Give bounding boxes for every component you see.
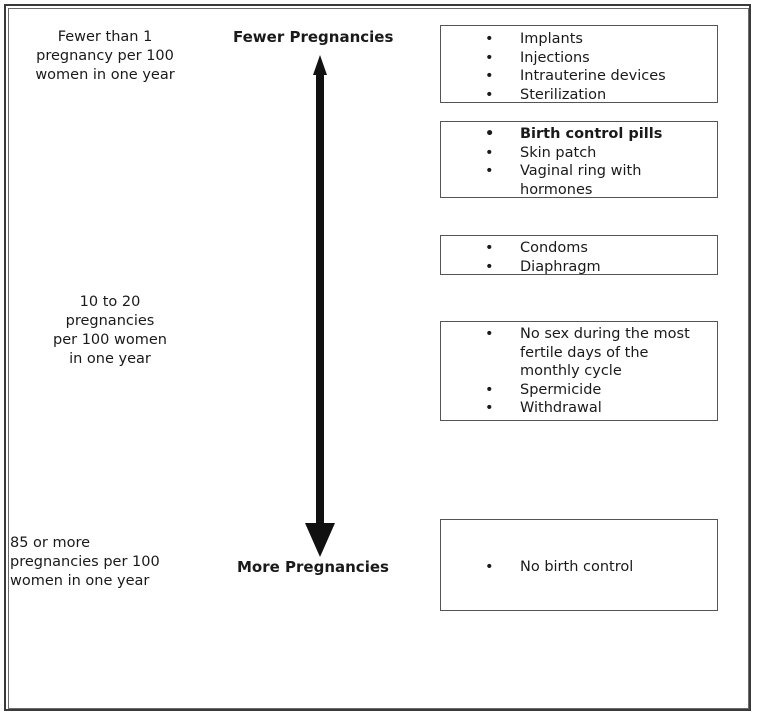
method-item: • No birth control bbox=[441, 558, 717, 577]
bullet-icon: • bbox=[485, 31, 494, 47]
method-label: Diaphragm bbox=[520, 258, 601, 275]
bullet-icon: • bbox=[485, 49, 494, 66]
method-list: • Implants • Injections • Intrauterine device… bbox=[441, 30, 717, 104]
label-line: pregnancy per 100 bbox=[36, 48, 174, 64]
double-arrow bbox=[305, 55, 335, 557]
method-list: • Condoms • Diaphragm bbox=[441, 239, 717, 276]
method-group-3: • Condoms • Diaphragm bbox=[440, 235, 718, 275]
method-list: • No sex during the most fertile days of … bbox=[441, 325, 717, 418]
label-line: Fewer than 1 bbox=[57, 29, 153, 45]
method-item: • Birth control pills bbox=[441, 125, 717, 144]
method-label: Spermicide bbox=[520, 381, 602, 398]
method-group-4: • No sex during the most fertile days of … bbox=[440, 321, 718, 421]
method-item: • No sex during the most fertile days of … bbox=[441, 325, 717, 381]
arrow-shaft bbox=[316, 73, 324, 528]
bullet-icon: • bbox=[485, 326, 494, 342]
bullet-icon: • bbox=[485, 86, 494, 103]
method-label: Vaginal ring with hormones bbox=[520, 163, 642, 198]
method-item: • Sterilization bbox=[441, 86, 717, 105]
label-line: 10 to 20 bbox=[79, 294, 141, 310]
method-item: • Diaphragm bbox=[441, 258, 717, 277]
bullet-icon: • bbox=[485, 163, 494, 179]
bullet-icon: • bbox=[485, 240, 494, 256]
method-group-2: • Birth control pills • Skin patch • Vaginal … bbox=[440, 121, 718, 198]
arrow-head-down bbox=[305, 523, 335, 557]
label-line: 85 or more bbox=[10, 535, 91, 551]
method-list: • No birth control bbox=[441, 558, 717, 577]
bullet-icon: • bbox=[485, 126, 495, 142]
method-item: • Spermicide bbox=[441, 381, 717, 400]
bullet-icon: • bbox=[485, 381, 494, 398]
method-label: No birth control bbox=[520, 559, 634, 575]
fewer-pregnancies-label: Fewer Pregnancies bbox=[233, 28, 394, 46]
method-label: Withdrawal bbox=[520, 400, 602, 416]
bullet-icon: • bbox=[485, 68, 494, 84]
arrow-head-up bbox=[313, 55, 327, 75]
label-line: per 100 women bbox=[53, 332, 167, 348]
method-item: • Vaginal ring with hormones bbox=[441, 162, 717, 199]
method-label: No sex during the most fertile days of t… bbox=[520, 326, 690, 379]
bullet-icon: • bbox=[485, 400, 494, 416]
inner-frame bbox=[8, 8, 749, 709]
method-group-1: • Implants • Injections • Intrauterine device… bbox=[440, 25, 718, 103]
label-85-or-more: 85 or more pregnancies per 100 women in … bbox=[10, 534, 180, 591]
method-label: Intrauterine devices bbox=[520, 68, 666, 84]
method-item: • Injections bbox=[441, 49, 717, 68]
label-line: in one year bbox=[69, 351, 151, 367]
label-10-to-20: 10 to 20 pregnancies per 100 women in on… bbox=[40, 293, 180, 369]
method-label: Condoms bbox=[520, 240, 588, 256]
method-label: Sterilization bbox=[520, 86, 607, 103]
more-pregnancies-label: More Pregnancies bbox=[237, 558, 389, 576]
method-label: Skin patch bbox=[520, 144, 597, 161]
bullet-icon: • bbox=[485, 559, 494, 575]
bullet-icon: • bbox=[485, 144, 494, 161]
method-item: • Intrauterine devices bbox=[441, 67, 717, 86]
bullet-icon: • bbox=[485, 258, 494, 275]
method-item: • Implants bbox=[441, 30, 717, 49]
method-label: Implants bbox=[520, 31, 583, 47]
method-item: • Withdrawal bbox=[441, 399, 717, 418]
method-item: • Skin patch bbox=[441, 144, 717, 163]
method-label: Birth control pills bbox=[520, 126, 663, 142]
label-fewer-than-1: Fewer than 1 pregnancy per 100 women in … bbox=[20, 28, 190, 85]
label-line: pregnancies bbox=[65, 313, 155, 329]
method-group-5: • No birth control bbox=[440, 519, 718, 611]
method-list: • Birth control pills • Skin patch • Vaginal … bbox=[441, 125, 717, 199]
outer-frame bbox=[4, 4, 751, 711]
label-line: pregnancies per 100 bbox=[10, 554, 160, 570]
method-item: • Condoms bbox=[441, 239, 717, 258]
label-line: women in one year bbox=[10, 573, 150, 589]
label-line: women in one year bbox=[35, 67, 175, 83]
method-label: Injections bbox=[520, 49, 590, 66]
